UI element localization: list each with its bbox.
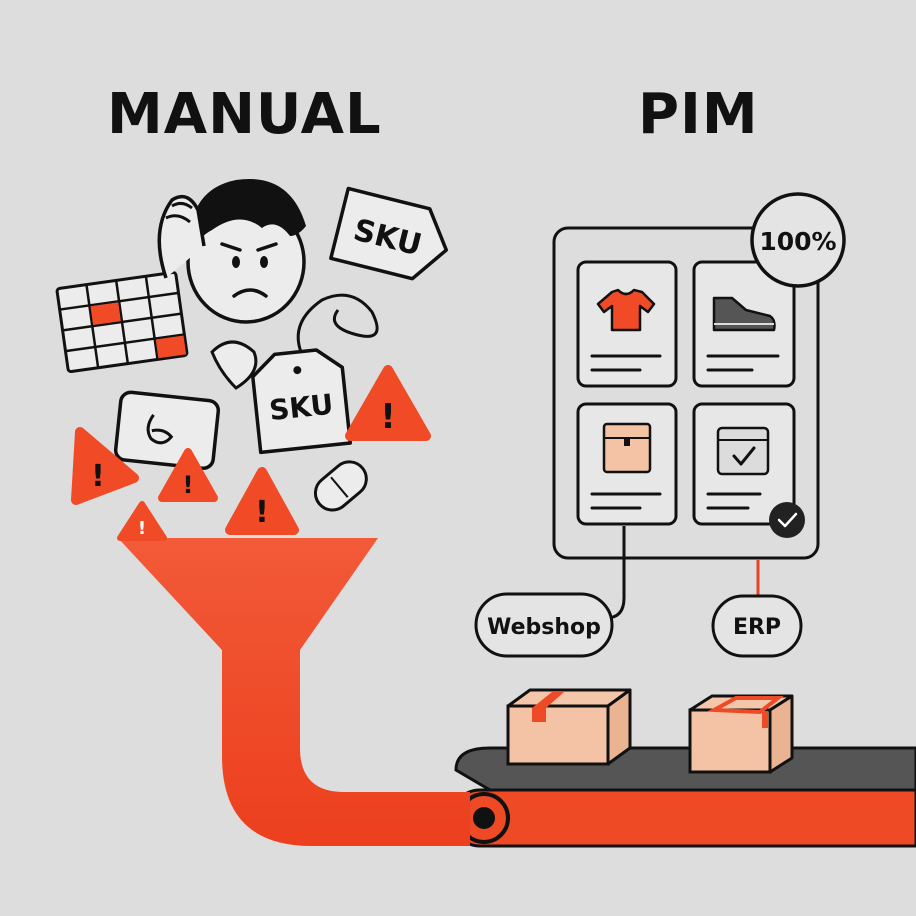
funnel-icon (118, 538, 470, 846)
scribble-note-icon (113, 390, 221, 471)
pim-title: PIM (638, 82, 759, 147)
svg-text:!: ! (380, 397, 396, 437)
product-card (692, 260, 796, 388)
box-icon (688, 694, 794, 774)
speech-blob-icon (210, 340, 258, 390)
capsule-icon (313, 460, 368, 512)
spreadsheet-icon (55, 270, 189, 374)
erp-label: ERP (733, 615, 781, 640)
sneaker-icon (712, 296, 776, 332)
product-card (692, 402, 796, 526)
check-badge-icon (769, 502, 805, 538)
tag-string (296, 293, 379, 353)
webshop-label: Webshop (487, 615, 601, 640)
box-icon (506, 688, 632, 766)
warning-icon: ! (71, 427, 139, 505)
webshop-output: Webshop (474, 592, 614, 658)
svg-text:!: ! (255, 495, 269, 530)
checklist-box-icon (716, 426, 770, 476)
manual-title: MANUAL (107, 82, 382, 147)
product-card (576, 402, 678, 526)
svg-text:!: ! (138, 518, 146, 539)
t-shirt-icon (596, 288, 656, 332)
erp-output: ERP (711, 594, 803, 658)
sku-tag-icon: SKU (329, 186, 449, 281)
warning-icon: ! (117, 501, 167, 541)
completeness-value: 100% (759, 227, 836, 256)
sku-tag-icon: SKU (251, 348, 352, 455)
warning-icon: ! (345, 365, 431, 441)
sku-tag-label: SKU (268, 388, 335, 428)
warning-icon: ! (158, 448, 218, 502)
svg-text:!: ! (91, 459, 105, 494)
svg-text:!: ! (183, 471, 194, 499)
completeness-badge: 100% (750, 192, 846, 288)
product-card (576, 260, 678, 388)
warning-icon: ! (225, 467, 299, 535)
confused-person-icon (157, 178, 306, 324)
box-icon (602, 422, 652, 474)
